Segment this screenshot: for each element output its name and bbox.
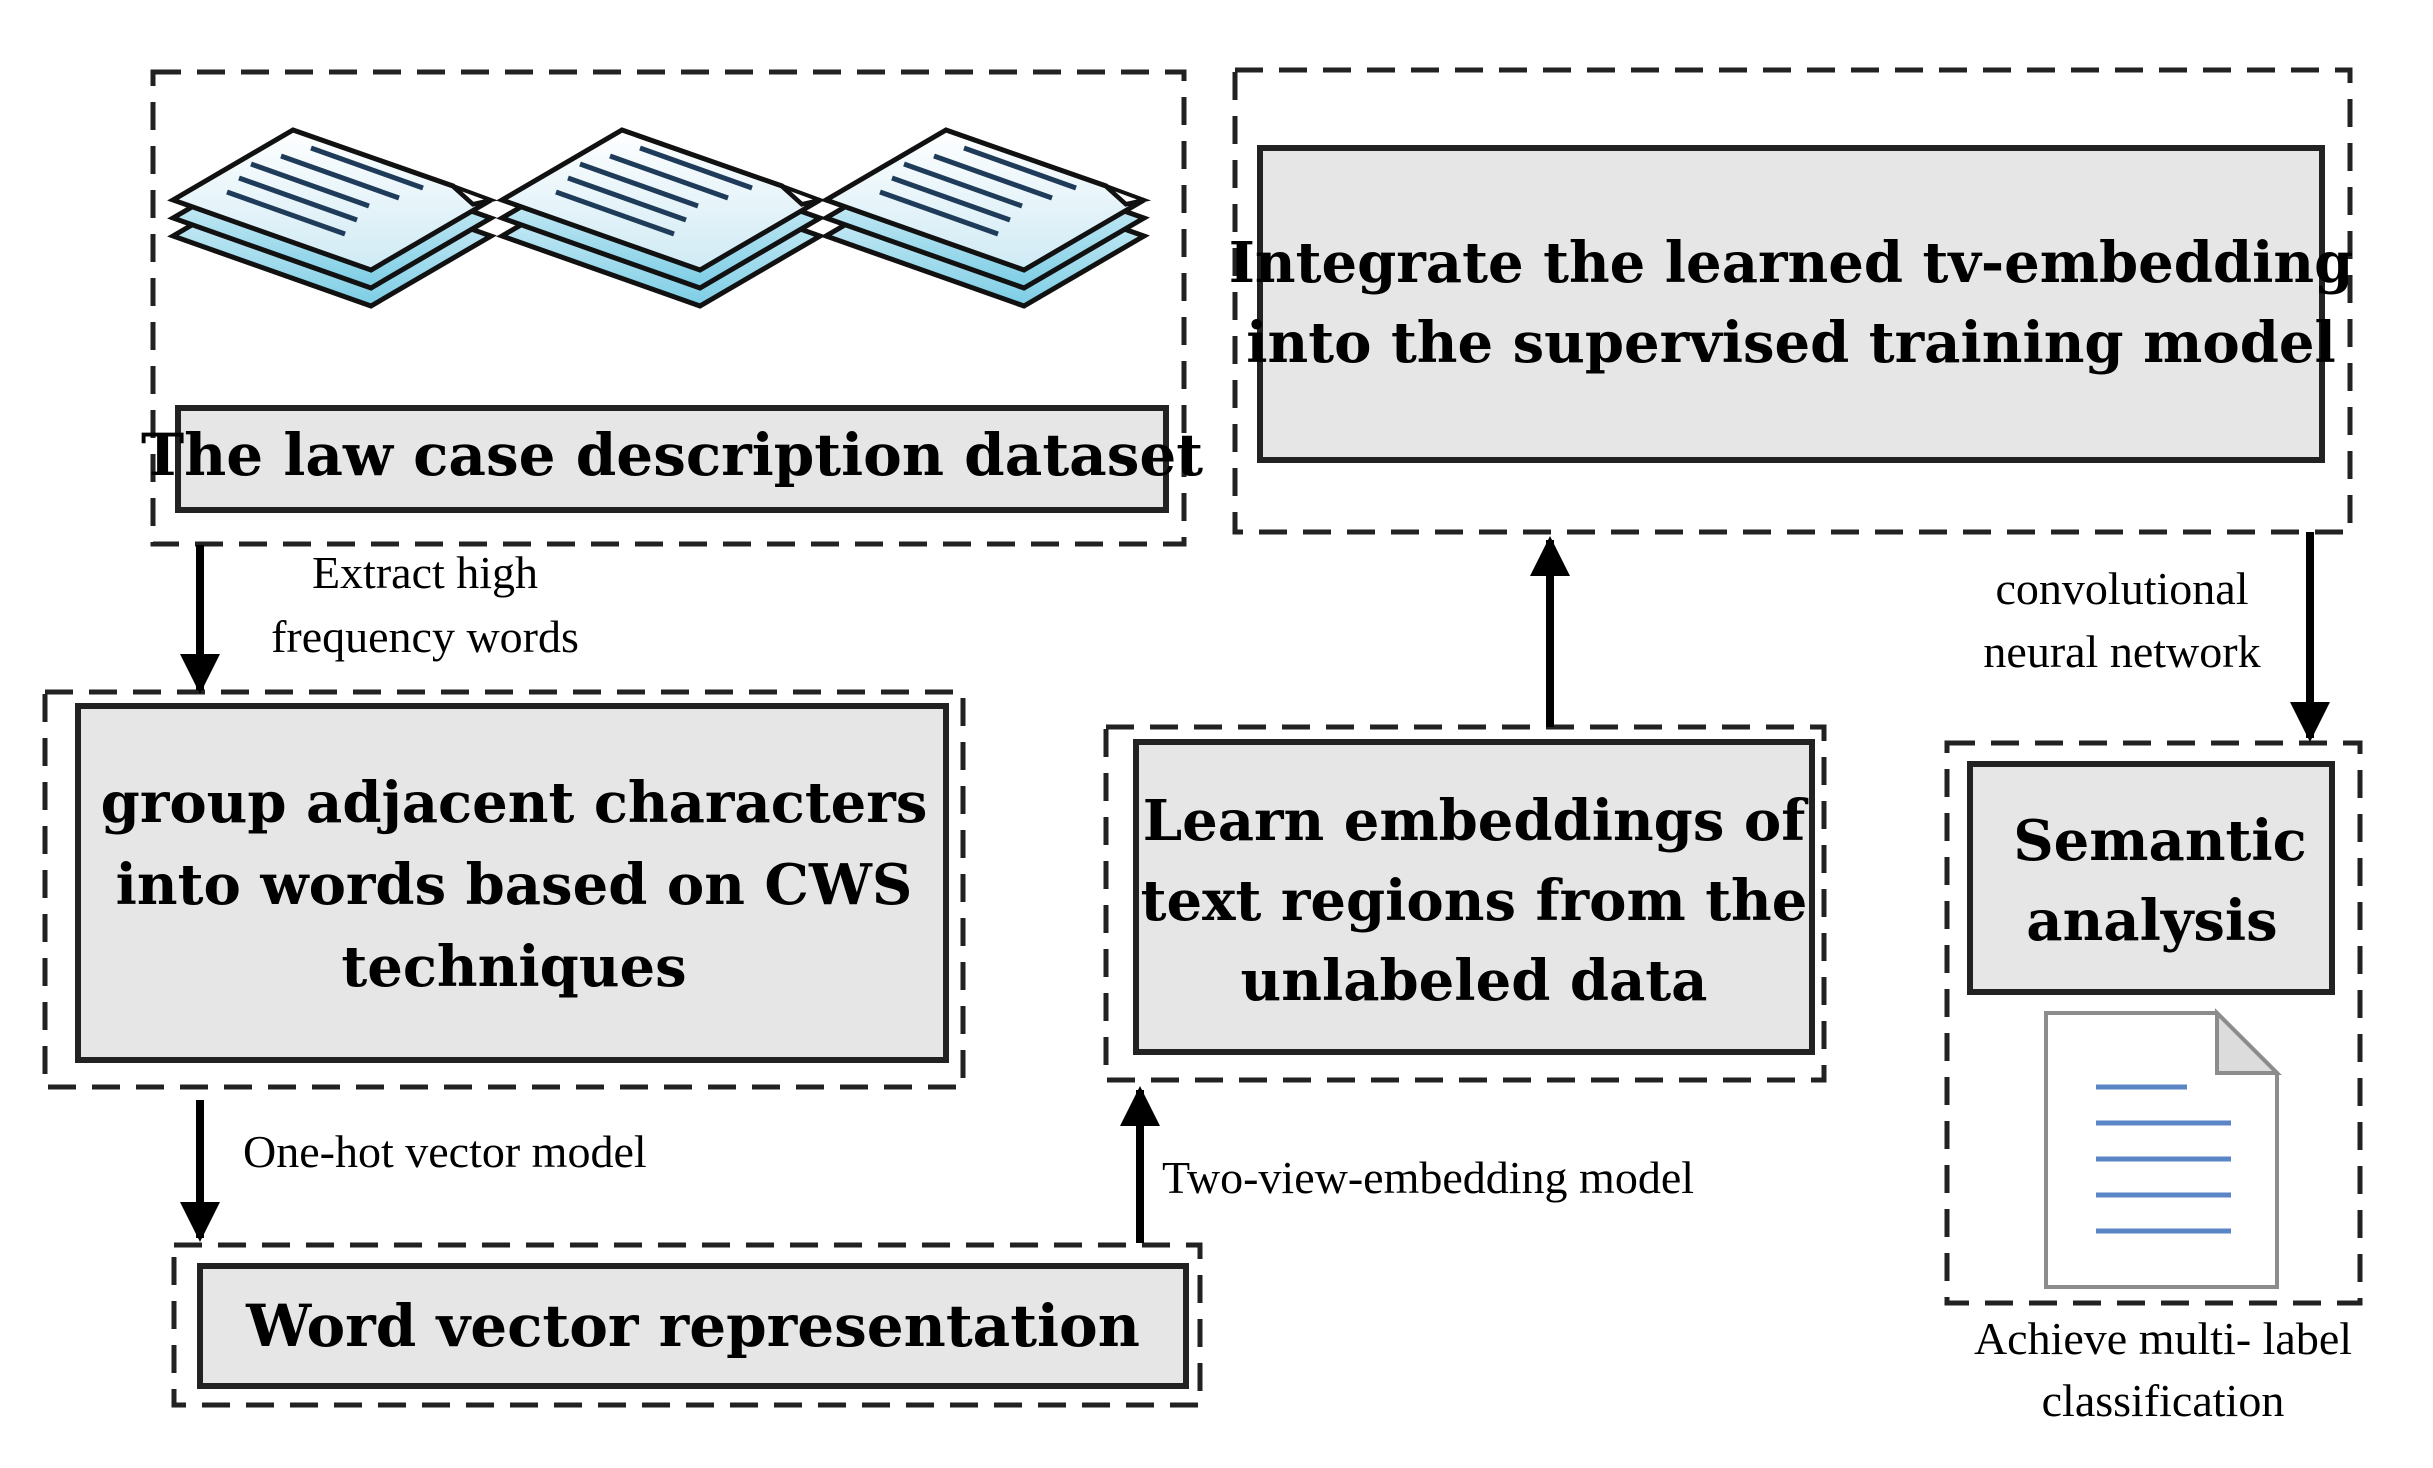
- learn-embeddings-label-line-1: Learn embeddings of: [1143, 788, 1810, 854]
- integrate-label-line-2: into the supervised training model: [1246, 310, 2336, 376]
- integrate-group-frame: [1232, 67, 2353, 535]
- output-label-line-2: classification: [2042, 1375, 2285, 1426]
- word-vector-group-frame: [171, 1242, 1203, 1408]
- cws-group-frame: [42, 689, 966, 1090]
- cws-label-line-2: into words based on CWS: [116, 852, 913, 918]
- edge-label-two-view: Two-view-embedding model: [1162, 1152, 1694, 1203]
- learn-embeddings-label-line-2: text regions from the: [1141, 868, 1808, 934]
- word-vector-label: Word vector representation: [245, 1292, 1140, 1360]
- semantic-label-line-2: analysis: [2026, 888, 2277, 954]
- document-stack-icon: [502, 130, 820, 306]
- semantic-label-line-1: Semantic: [2013, 808, 2307, 874]
- dataset-label: The law case description dataset: [141, 421, 1203, 489]
- learn-embeddings-group-frame: [1103, 724, 1827, 1083]
- integrate-box: Integrate the learned tv-embedding into …: [1229, 145, 2354, 463]
- output-label-line-1: Achieve multi- label: [1974, 1313, 2352, 1364]
- cws-label-line-3: techniques: [341, 934, 686, 1000]
- cws-label-line-1: group adjacent characters: [101, 770, 928, 836]
- integrate-label-line-1: Integrate the learned tv-embedding: [1229, 230, 2354, 296]
- edge-label-one-hot: One-hot vector model: [243, 1126, 647, 1177]
- edge-label-extract-line-2: frequency words: [271, 611, 579, 662]
- edge-label-cnn-line-2: neural network: [1983, 626, 2260, 677]
- learn-embeddings-label-line-3: unlabeled data: [1241, 948, 1708, 1014]
- document-stack-icon: [826, 130, 1144, 306]
- dataset-box: The law case description dataset: [141, 405, 1203, 513]
- edge-label-extract-line-1: Extract high: [312, 547, 538, 598]
- edge-label-cnn-line-1: convolutional: [1996, 563, 2249, 614]
- learn-embeddings-box: Learn embeddings of text regions from th…: [1133, 739, 1815, 1055]
- word-vector-box: Word vector representation: [197, 1263, 1189, 1389]
- document-stack-icon: [173, 130, 491, 306]
- document-icon: [2044, 1008, 2282, 1289]
- semantic-box: Semantic analysis: [1967, 761, 2335, 995]
- cws-box: group adjacent characters into words bas…: [75, 703, 949, 1063]
